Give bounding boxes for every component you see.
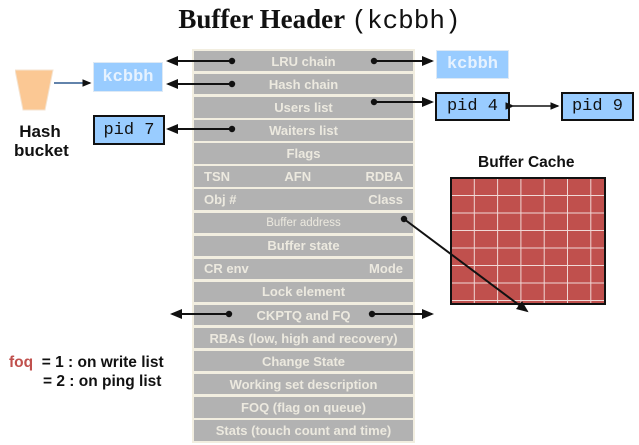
buffer-cache-grid [450,177,606,305]
field-cr-env-mode: CR env Mode [194,258,413,280]
field-rdba: RDBA [365,169,403,185]
foq-line2: = 2 : on ping list [43,373,162,390]
buffer-cache-label: Buffer Cache [478,154,575,171]
field-rbas: RBAs (low, high and recovery) [194,327,413,349]
field-class: Class [368,192,403,208]
field-afn: AFN [284,169,312,185]
field-hash-chain: Hash chain [194,74,413,95]
field-buffer-state: Buffer state [194,235,413,257]
pid7-box: pid 7 [93,115,165,145]
kcbbh-left-box: kcbbh [93,62,163,92]
title-code: (kcbbh) [351,6,461,36]
field-flags: Flags [194,143,413,164]
field-mode: Mode [369,261,403,277]
hash-bucket-label: Hash bucket [14,122,69,160]
title-main: Buffer Header [178,4,345,34]
field-ckptq-fq: CKPTQ and FQ [194,304,413,326]
foq-key: foq [9,354,34,371]
field-foq: FOQ (flag on queue) [194,397,413,418]
field-obj: Obj # [204,192,237,208]
field-stats: Stats (touch count and time) [194,420,413,441]
pid9-box: pid 9 [561,92,634,121]
field-obj-class: Obj # Class [194,189,413,210]
page-title: Buffer Header (kcbbh) [0,4,639,36]
foq-legend: foq = 1 : on write list = 2 : on ping li… [9,353,164,391]
field-working-set: Working set description [194,374,413,395]
field-tsn-afn-rdba: TSN AFN RDBA [194,166,413,187]
field-lru-chain: LRU chain [194,51,413,72]
foq-line1: = 1 : on write list [41,354,164,371]
field-tsn: TSN [204,169,230,185]
pid4-box: pid 4 [435,92,510,121]
field-change-state: Change State [194,351,413,372]
field-users-list: Users list [194,97,413,118]
field-cr-env: CR env [204,261,249,277]
hash-bucket-label-line1: Hash [19,122,61,141]
field-buffer-address: Buffer address [194,212,413,233]
kcbbh-right-box: kcbbh [436,50,509,79]
field-waiters-list: Waiters list [194,120,413,141]
field-lock-element: Lock element [194,281,413,303]
hash-bucket-icon [15,69,54,111]
buffer-header-stack: LRU chain Hash chain Users list Waiters … [192,49,415,443]
hash-bucket-label-line2: bucket [14,141,69,160]
